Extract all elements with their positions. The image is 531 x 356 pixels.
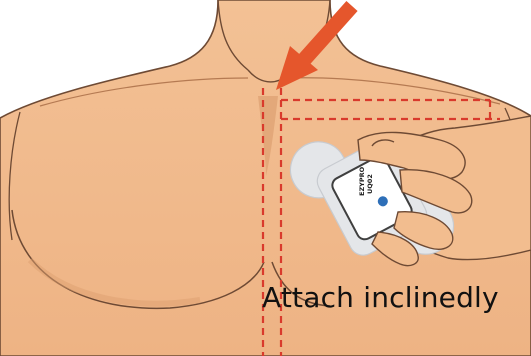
- device-label-line2: UQ02: [366, 174, 374, 194]
- device-label-line1: EZYPRO: [358, 166, 366, 196]
- caption-text: Attach inclinedly: [262, 281, 499, 314]
